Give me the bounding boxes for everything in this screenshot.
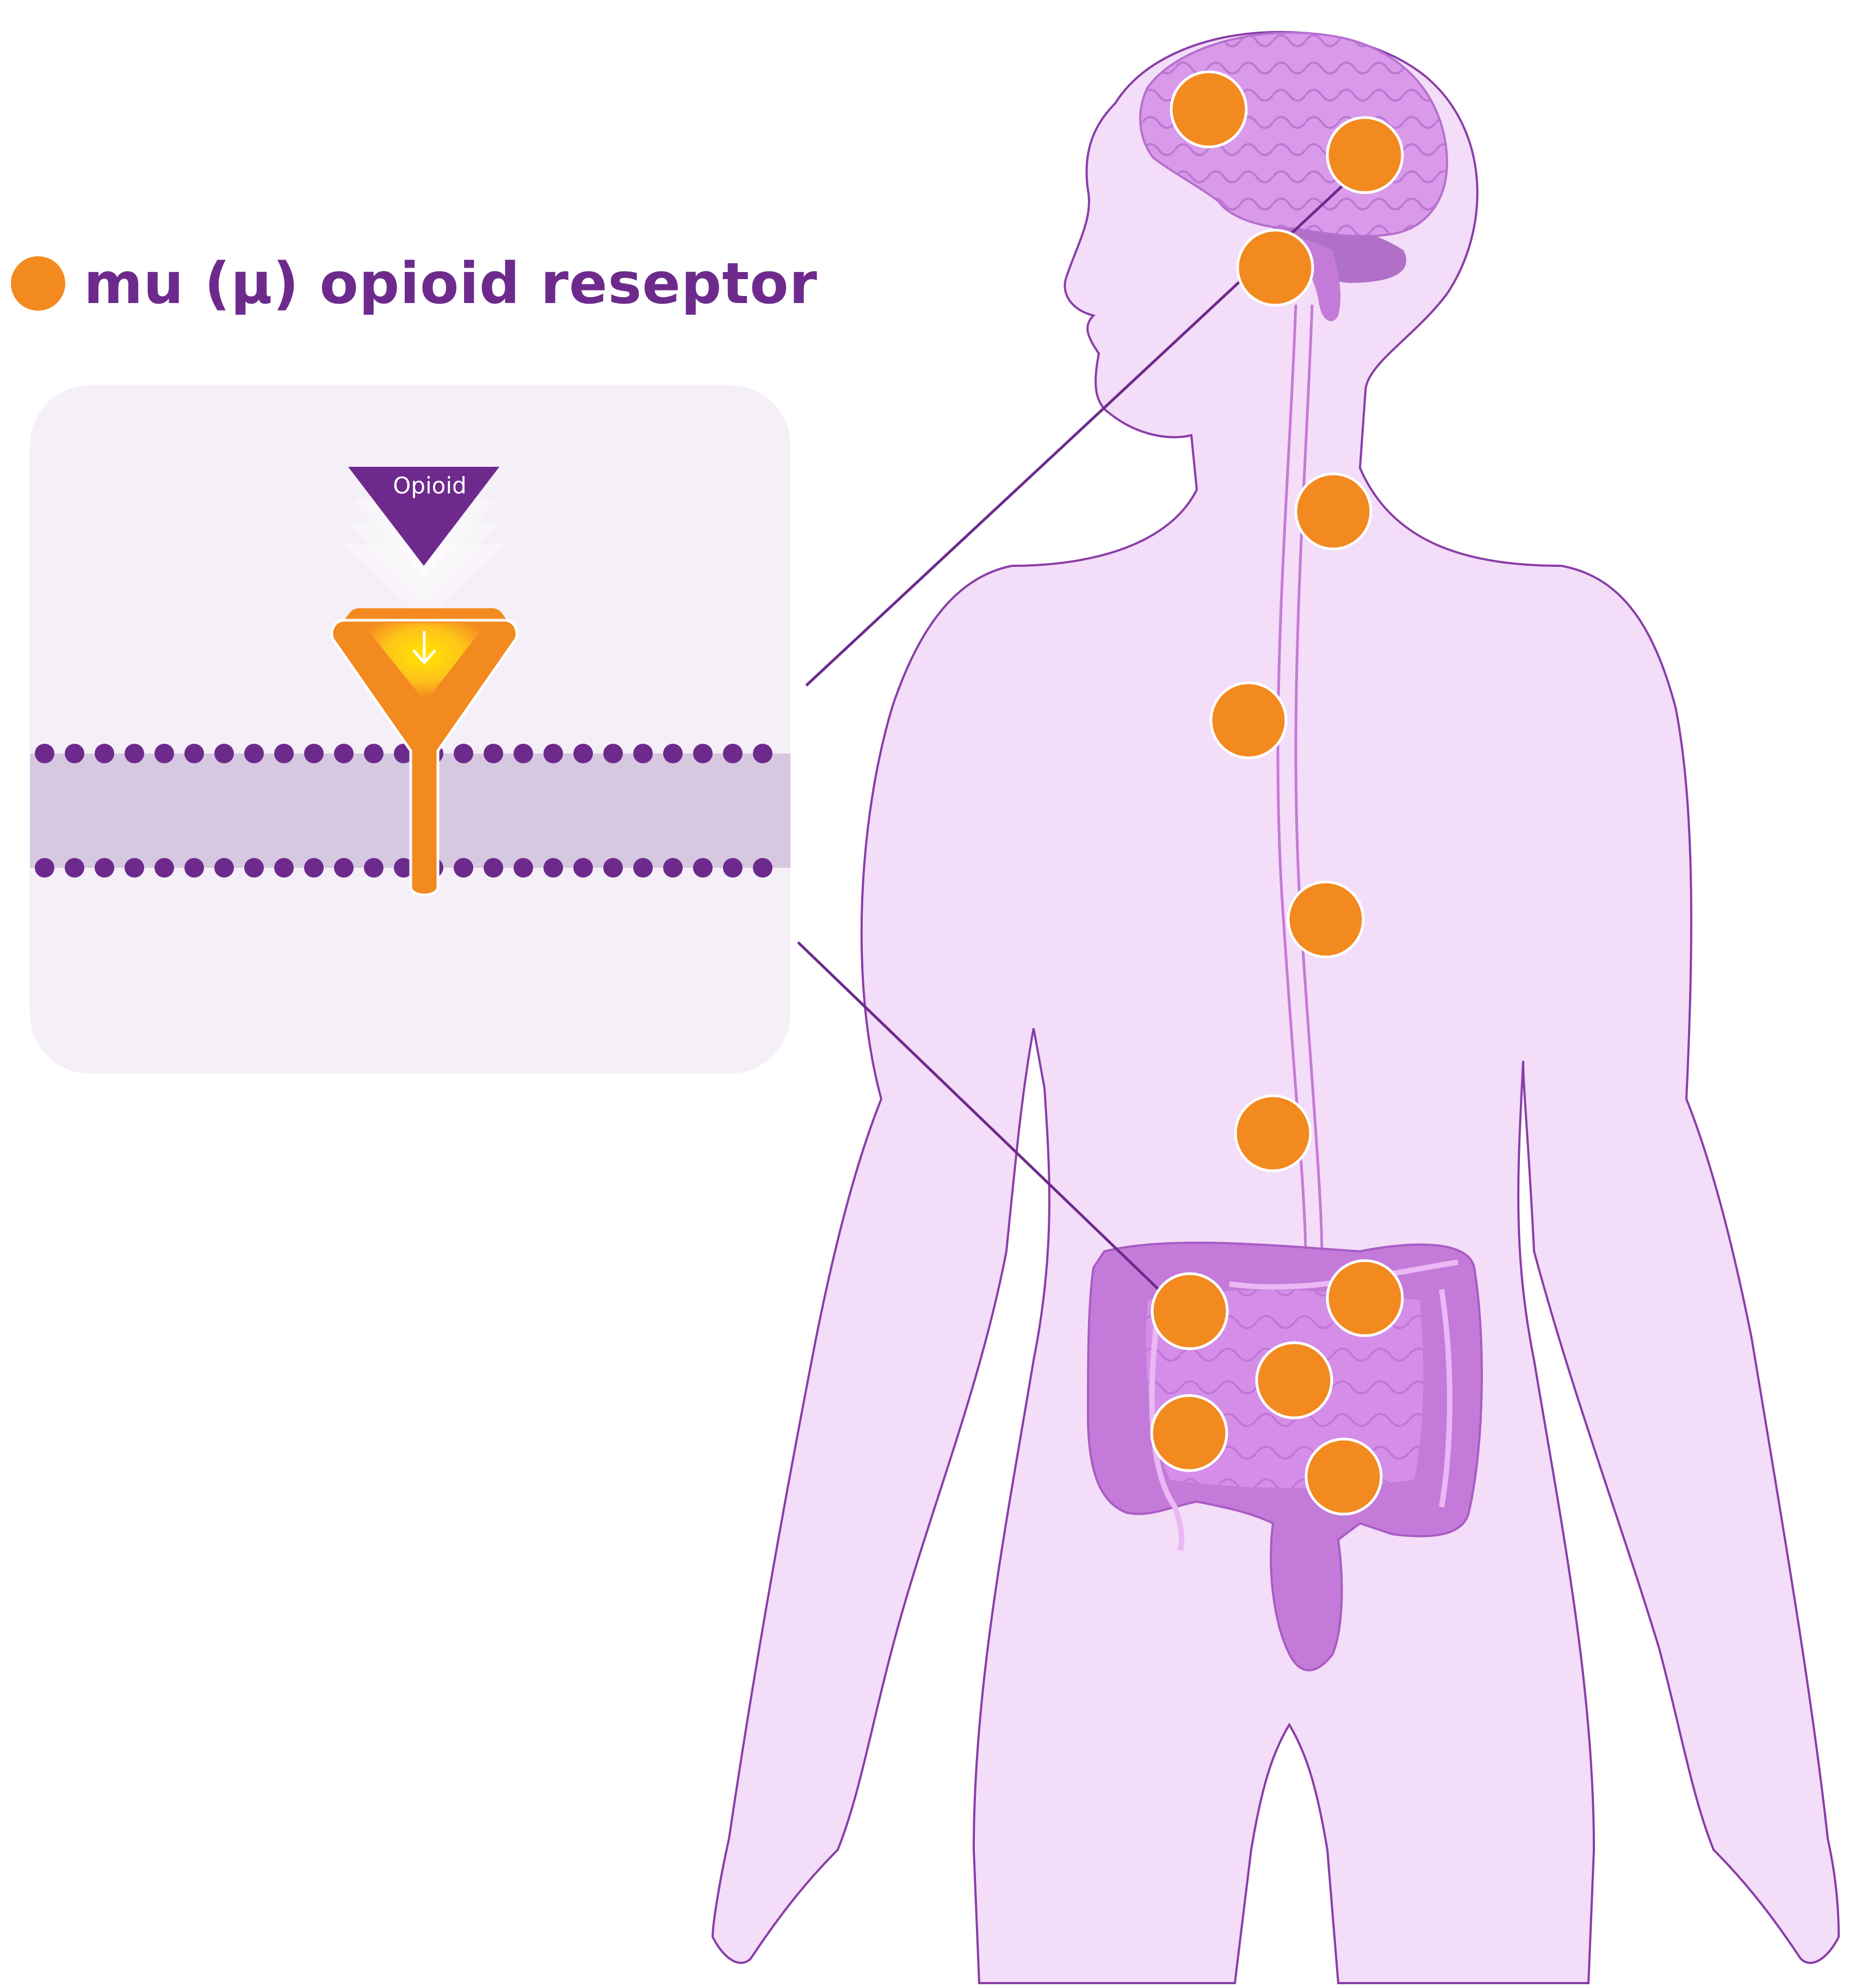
receptor-marker bbox=[1255, 1341, 1333, 1419]
receptor-outline bbox=[330, 619, 518, 897]
membrane-dot bbox=[394, 858, 413, 878]
membrane-dot bbox=[633, 858, 653, 878]
spinal-cord bbox=[1276, 304, 1324, 1257]
membrane-dot bbox=[454, 858, 473, 878]
membrane-dot bbox=[95, 744, 114, 763]
opioid-label: Opioid bbox=[393, 472, 467, 499]
inset-panel bbox=[30, 385, 790, 1073]
body-silhouette bbox=[711, 30, 1840, 1984]
receptor-marker bbox=[1150, 1394, 1228, 1472]
receptor-marker bbox=[1294, 472, 1372, 551]
receptor-marker bbox=[1151, 1272, 1229, 1350]
membrane-dot bbox=[484, 858, 503, 878]
opioid-triangle bbox=[348, 467, 499, 566]
receptor-shape bbox=[330, 608, 518, 897]
membrane-dot bbox=[364, 858, 384, 878]
membrane-dot bbox=[154, 744, 174, 763]
membrane-dot bbox=[334, 858, 354, 878]
receptor-marker bbox=[1326, 1259, 1404, 1337]
membrane-dot bbox=[573, 858, 593, 878]
legend-label: mu (μ) opioid reseptor bbox=[84, 250, 818, 317]
membrane-dot bbox=[95, 858, 114, 878]
membrane-dot bbox=[693, 744, 713, 763]
membrane-dot bbox=[543, 858, 563, 878]
membrane-dot bbox=[274, 744, 294, 763]
receptor-marker bbox=[1234, 1094, 1312, 1172]
membrane-dot bbox=[125, 858, 144, 878]
membrane-dot bbox=[603, 744, 623, 763]
membrane-dot bbox=[304, 744, 324, 763]
membrane-dot bbox=[663, 858, 683, 878]
membrane-dot bbox=[364, 744, 384, 763]
membrane-dot bbox=[753, 858, 772, 878]
membrane-dot bbox=[244, 744, 264, 763]
membrane-dot bbox=[274, 858, 294, 878]
membrane-dot bbox=[184, 858, 204, 878]
legend-marker bbox=[11, 256, 65, 311]
membrane-dot bbox=[514, 744, 533, 763]
binding-arrow bbox=[412, 631, 436, 665]
receptor-markers bbox=[1150, 70, 1404, 1516]
membrane-dot bbox=[65, 744, 84, 763]
membrane-dot bbox=[633, 744, 653, 763]
membrane-dot bbox=[454, 744, 473, 763]
membrane-dot bbox=[723, 744, 743, 763]
membrane-dot bbox=[154, 858, 174, 878]
receptor-marker bbox=[1236, 229, 1314, 307]
legend: mu (μ) opioid reseptor bbox=[11, 250, 818, 317]
membrane-dot bbox=[723, 858, 743, 878]
membrane-dot bbox=[753, 744, 772, 763]
membrane-dot bbox=[573, 744, 593, 763]
membrane-dot bbox=[603, 858, 623, 878]
membrane-dot bbox=[35, 858, 54, 878]
membrane-dot bbox=[214, 858, 234, 878]
membrane-dot bbox=[35, 744, 54, 763]
membrane-dot bbox=[244, 858, 264, 878]
membrane-dot bbox=[693, 858, 713, 878]
membrane-dot bbox=[484, 744, 503, 763]
receptor-marker bbox=[1304, 1437, 1383, 1516]
receptor-marker bbox=[1170, 70, 1248, 149]
membrane-dot bbox=[334, 744, 354, 763]
membrane-dot bbox=[514, 858, 533, 878]
connector-line-gut bbox=[797, 941, 1163, 1293]
membrane-dot bbox=[543, 744, 563, 763]
membrane-dot bbox=[125, 744, 144, 763]
membrane-dot bbox=[65, 858, 84, 878]
membrane-dots-bottom bbox=[35, 858, 772, 878]
receptor-marker bbox=[1209, 681, 1288, 760]
membrane-dot bbox=[663, 744, 683, 763]
receptor-marker bbox=[1287, 880, 1365, 959]
membrane-dot bbox=[214, 744, 234, 763]
receptor-marker bbox=[1326, 116, 1404, 194]
membrane-dot bbox=[184, 744, 204, 763]
colon-inner-line bbox=[1149, 1305, 1184, 1551]
membrane-dot bbox=[304, 858, 324, 878]
